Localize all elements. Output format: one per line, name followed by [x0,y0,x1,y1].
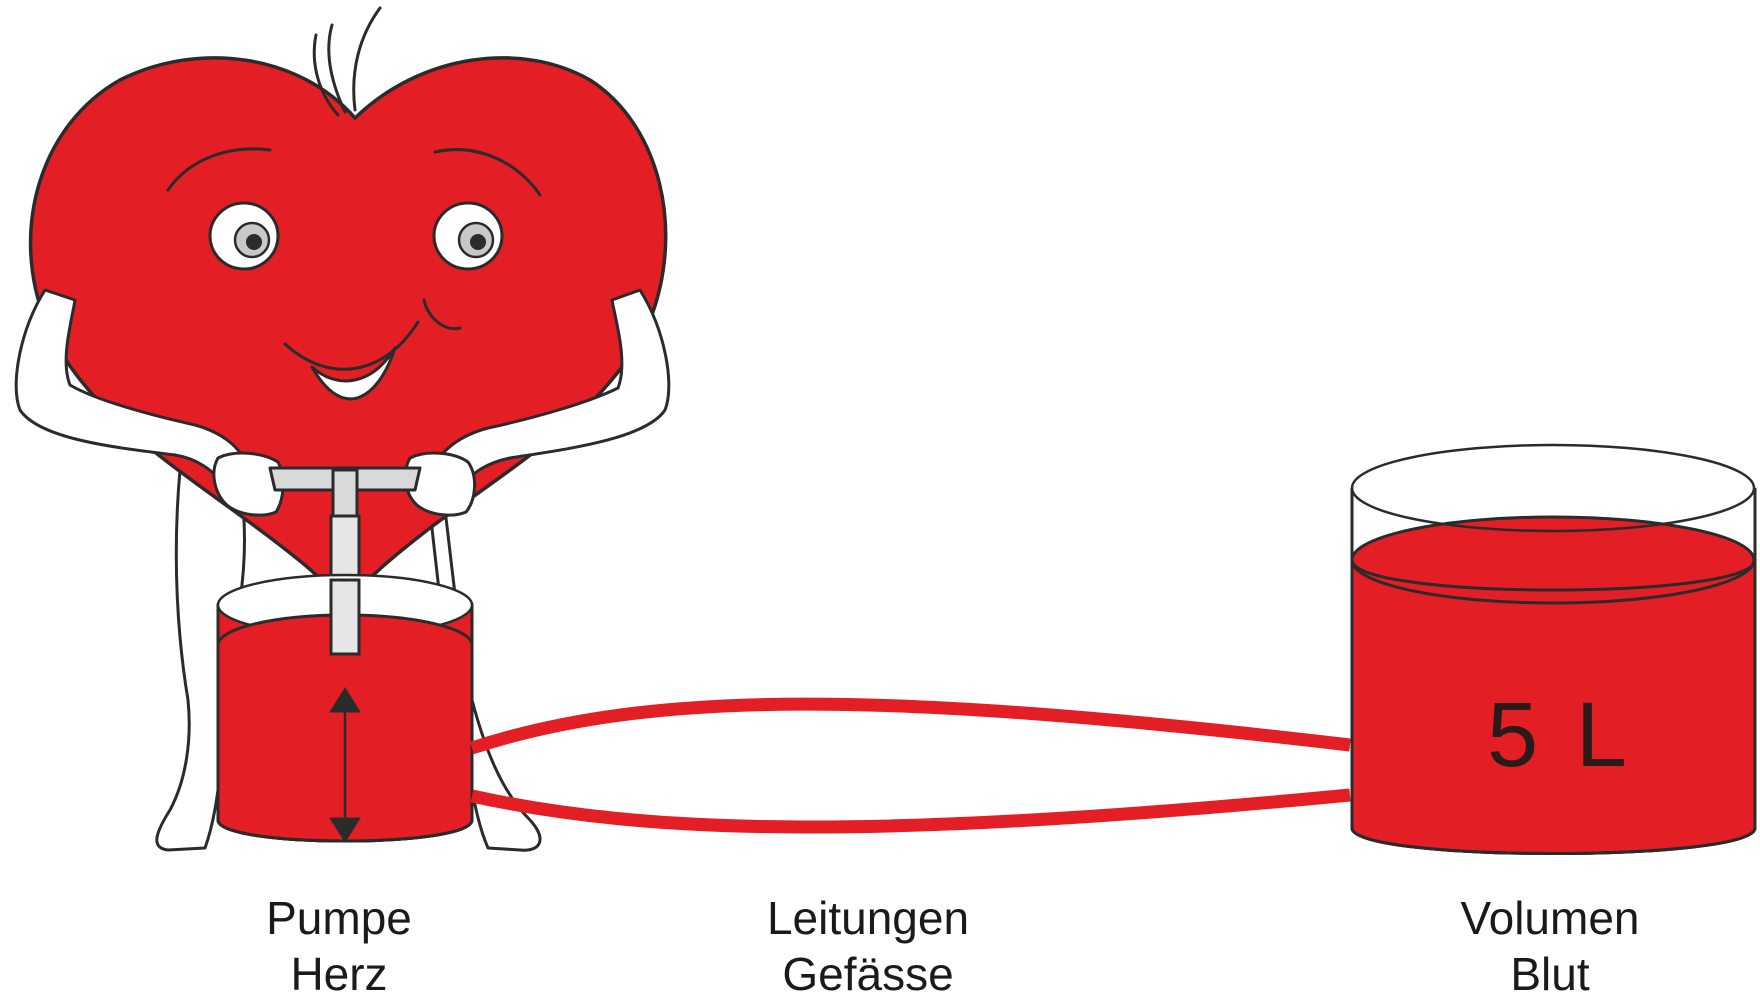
reservoir-volume-label: 5 L [1445,683,1675,788]
blood-reservoir [1352,445,1755,854]
pump-label-line2: Herz [139,946,539,1002]
volume-label: Volumen Blut [1350,890,1750,1002]
vessel-upper [472,704,1350,748]
volume-label-line1: Volumen [1350,890,1750,946]
left-eye [210,203,278,269]
volume-label-line2: Blut [1350,946,1750,1002]
pump-label: Pumpe Herz [139,890,539,1002]
pump-label-line1: Pumpe [139,890,539,946]
right-eye [434,203,502,269]
vessels [472,704,1350,827]
vessels-label-line1: Leitungen [668,890,1068,946]
vessel-lower [472,795,1350,827]
pump-rod-lower [331,580,359,654]
vessels-label: Leitungen Gefässe [668,890,1068,1002]
vessels-label-line2: Gefässe [668,946,1068,1002]
